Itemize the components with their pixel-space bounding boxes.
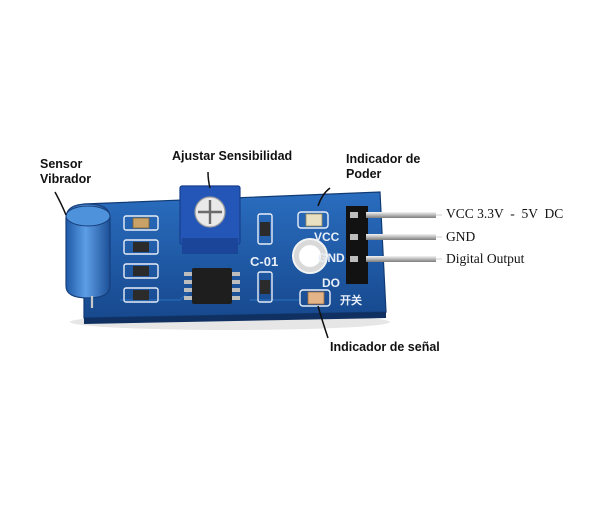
power-callout bbox=[317, 187, 331, 207]
silk-switch: 开关 bbox=[340, 293, 362, 307]
gnd-pin-label: GND bbox=[446, 229, 476, 244]
sensor-label-line1: Sensor bbox=[40, 157, 83, 171]
power-label-line2: Poder bbox=[346, 167, 382, 181]
signal-callout bbox=[317, 305, 329, 339]
potentiometer bbox=[179, 185, 241, 254]
callout-marks bbox=[54, 171, 331, 339]
adjust-label: Ajustar Sensibilidad bbox=[172, 149, 293, 163]
comparator-chip bbox=[184, 268, 240, 304]
sensor-label-line2: Vibrador bbox=[40, 172, 92, 186]
power-indicator-label: Indicador de Poder bbox=[346, 152, 420, 182]
header-pins bbox=[346, 206, 436, 284]
silk-vcc: VCC bbox=[314, 230, 340, 244]
vibration-sensor bbox=[65, 203, 111, 308]
power-label-line1: Indicador de bbox=[346, 152, 421, 166]
adjust-callout bbox=[207, 171, 211, 189]
signal-led bbox=[299, 289, 331, 307]
pin-lines bbox=[436, 214, 442, 260]
vcc-pin-label: VCC 3.3V - 5V DC bbox=[446, 206, 564, 221]
power-led bbox=[297, 211, 329, 229]
mounting-hole bbox=[292, 238, 328, 274]
silk-gnd: GND bbox=[318, 251, 345, 265]
sensor-label: Sensor Vibrador bbox=[40, 157, 91, 187]
silk-do: DO bbox=[322, 276, 340, 290]
smd-components bbox=[123, 213, 273, 303]
sensor-callout bbox=[54, 191, 67, 216]
digital-output-pin-label: Digital Output bbox=[446, 251, 525, 266]
silk-model: C-01 bbox=[250, 254, 278, 269]
signal-indicator-label: Indicador de señal bbox=[330, 340, 440, 354]
